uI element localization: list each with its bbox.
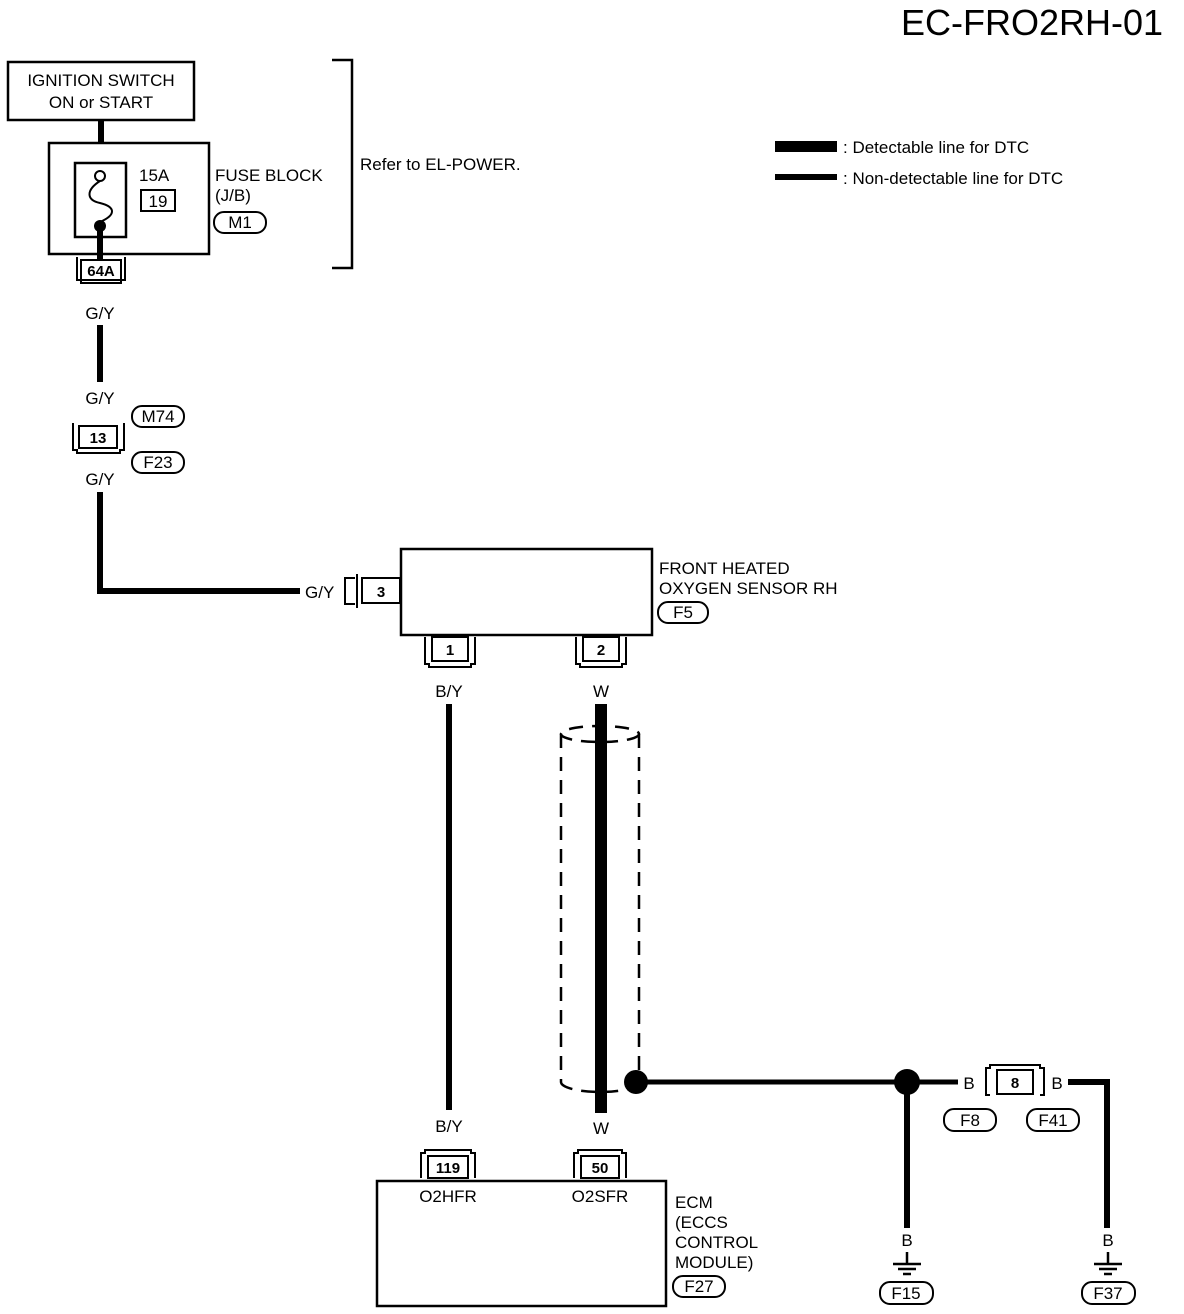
fuse-block: 15A 19 <box>47 141 211 262</box>
ignition-switch-line1: IGNITION SWITCH <box>27 71 174 90</box>
refer-bracket <box>332 58 354 270</box>
ground-joint-pin: 8 <box>1011 1075 1019 1092</box>
sensor-connector-3: 3 <box>344 574 401 608</box>
ground-joint-f8: F8 <box>960 1111 980 1130</box>
ecm-title-2: (ECCS <box>675 1213 728 1232</box>
joint-connector-13: 13 <box>72 423 125 454</box>
sensor-pin-1: 1 <box>446 642 454 659</box>
sensor-connector-1: 1 <box>424 636 476 668</box>
wire-color-b-2: B <box>1051 1074 1062 1093</box>
fuse-terminal-connector: 64A <box>76 257 126 284</box>
fuse-symbol <box>88 180 113 223</box>
fuse-rating: 15A <box>139 166 170 185</box>
wire-gy-lower <box>97 492 300 594</box>
ground-f37-label: F37 <box>1093 1284 1122 1303</box>
ignition-switch-line2: ON or START <box>49 93 153 112</box>
legend-non-detectable-label: : Non-detectable line for DTC <box>843 169 1063 188</box>
fuse-block-sub: (J/B) <box>215 186 251 205</box>
ecm-title-1: ECM <box>675 1193 713 1212</box>
ecm-title-4: MODULE) <box>675 1253 753 1272</box>
ecm-pin-119: 119 <box>436 1160 460 1177</box>
wire-color-w-1: W <box>593 682 609 701</box>
legend-detectable-label: : Detectable line for DTC <box>843 138 1029 157</box>
ground-symbol-f15 <box>893 1252 921 1276</box>
legend-non-detectable-swatch <box>775 174 837 180</box>
wire-color-b-f37: B <box>1102 1231 1113 1250</box>
wire-color-gy-2: G/Y <box>85 389 114 408</box>
legend-detectable-swatch <box>775 141 837 152</box>
sensor-title-2: OXYGEN SENSOR RH <box>659 579 838 598</box>
wire-ground-f37 <box>1068 1079 1110 1228</box>
refer-note: Refer to EL-POWER. <box>360 155 521 174</box>
ecm-connector-50: 50 <box>573 1149 627 1179</box>
ground-joint-f41: F41 <box>1038 1111 1067 1130</box>
ecm-connector-119: 119 <box>420 1149 476 1179</box>
diagram-id: EC-FRO2RH-01 <box>901 2 1163 43</box>
joint-connector-f23: F23 <box>143 453 172 472</box>
fuse-block-connector: M1 <box>228 213 252 232</box>
wire-color-b-f15: B <box>901 1231 912 1250</box>
joint-connector-pin: 13 <box>90 430 107 447</box>
ecm-pin-50: 50 <box>592 1160 609 1177</box>
wire-color-w-2: W <box>593 1119 609 1138</box>
legend: : Detectable line for DTC : Non-detectab… <box>775 138 1063 188</box>
sensor-connector-f5: F5 <box>673 603 693 622</box>
ground-symbol-f37 <box>1094 1252 1122 1276</box>
sensor-title-1: FRONT HEATED <box>659 559 790 578</box>
wire-color-b-1: B <box>963 1074 974 1093</box>
sensor-pin-3: 3 <box>377 584 385 601</box>
ignition-switch: IGNITION SWITCH ON or START <box>6 60 196 122</box>
joint-connector-m74: M74 <box>141 407 174 426</box>
ecm-pin-50-name: O2SFR <box>572 1187 629 1206</box>
wire-color-gy-3: G/Y <box>85 470 114 489</box>
wire-color-by-1: B/Y <box>435 682 462 701</box>
oxygen-sensor-body <box>399 547 654 637</box>
ecm-body <box>375 1179 668 1308</box>
fuse-block-title: FUSE BLOCK <box>215 166 323 185</box>
fuse-number: 19 <box>149 192 168 211</box>
wire-color-gy-4: G/Y <box>305 583 334 602</box>
ground-joint-connector: 8 <box>985 1064 1045 1096</box>
sensor-connector-2: 2 <box>575 636 627 668</box>
wire-color-gy-1: G/Y <box>85 304 114 323</box>
ecm-title-3: CONTROL <box>675 1233 758 1252</box>
sensor-pin-2: 2 <box>597 642 605 659</box>
wire-color-by-2: B/Y <box>435 1117 462 1136</box>
ecm-pin-119-name: O2HFR <box>419 1187 477 1206</box>
fuse-terminal-label: 64A <box>87 263 115 280</box>
ecm-connector-f27: F27 <box>684 1277 713 1296</box>
ground-f15-label: F15 <box>891 1284 920 1303</box>
